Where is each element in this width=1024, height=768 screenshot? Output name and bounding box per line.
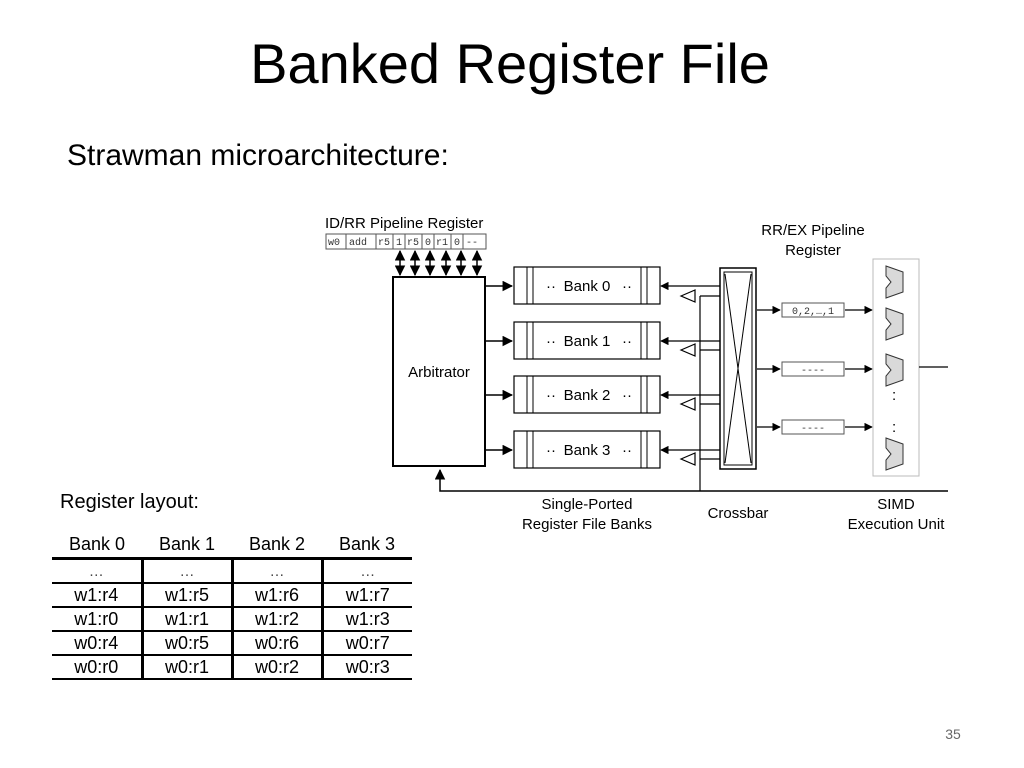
arbitrator-label: Arbitrator [408,364,470,381]
rrex-label-line1: RR/EX Pipeline [761,222,864,239]
table-cell: w1:r2 [230,607,322,632]
table-row: w0:r0 w0:r1 w0:r2 w0:r3 [52,655,412,680]
bank-dots: ·· [546,442,556,459]
column-header: Bank 0 [52,532,142,560]
operand-slot-label: ---- [801,424,825,435]
bank-1: ·· Bank 1 ·· [513,321,661,360]
crossbar [719,267,757,470]
page-number: 35 [945,726,961,742]
simd-caption-line1: SIMD [877,496,915,513]
crossbar-to-operand-arrows [757,305,873,432]
rrex-label-line2: Register [785,242,841,259]
bank-label: Bank 3 [564,442,611,459]
table-header-row: Bank 0 Bank 1 Bank 2 Bank 3 [52,532,412,560]
table-cell: w1:r1 [140,607,232,632]
request-arrows [394,249,483,277]
pipeline-field: 0 [454,238,460,249]
table-cell: w1:r0 [52,607,142,632]
bank-dots: ·· [546,278,556,295]
bank-label: Bank 1 [564,333,611,350]
bank-crossbar-links [660,281,720,491]
simd-caption-line2: Execution Unit [848,516,946,533]
table-cell: w1:r5 [140,583,232,608]
arbitrator-block [392,276,486,467]
table-cell: w0:r7 [320,631,412,656]
table-cell: w0:r5 [140,631,232,656]
bank-3: ·· Bank 3 ·· [513,430,661,469]
vertical-ellipsis: : [892,387,896,404]
pipeline-field: 1 [396,238,402,249]
alu-lane [885,307,904,341]
bank-dots: ·· [546,387,556,404]
pipeline-field: add [349,237,367,249]
operand-slot-2: ---- [781,419,845,435]
bank-2: ·· Bank 2 ·· [513,375,661,414]
operand-slot-label: ---- [801,366,825,377]
table-cell: w0:r2 [230,655,322,680]
crossbar-caption: Crossbar [708,505,769,522]
table-cell: w1:r3 [320,607,412,632]
slide-title: Banked Register File [250,32,770,95]
vertical-ellipsis: : [892,419,896,436]
register-layout-table: Bank 0 Bank 1 Bank 2 Bank 3 … … … … w1:r… [52,532,412,680]
bank-dots: ·· [622,442,632,459]
simd-execution-unit: : : [872,258,920,477]
pipeline-field: r5 [407,238,419,249]
pipeline-field: r5 [378,238,390,249]
pipeline-field: r1 [436,238,448,249]
pipeline-field: w0 [328,238,340,249]
column-header: Bank 1 [142,532,232,560]
table-cell: w0:r6 [230,631,322,656]
alu-lane [885,265,904,299]
pipeline-register: w0 add r5 1 r5 0 r1 0 -- [325,233,487,250]
table-cell: w0:r4 [52,631,142,656]
table-cell: w1:r7 [320,583,412,608]
table-row: w1:r0 w1:r1 w1:r2 w1:r3 [52,607,412,632]
alu-lane [885,437,904,471]
table-cell: … [52,558,142,584]
bank-label: Bank 0 [564,278,611,295]
operand-slot-0: 0,2,…,1 [781,302,845,318]
operand-slot-1: ---- [781,361,845,377]
table-cell: w0:r1 [140,655,232,680]
pipeline-register-label: ID/RR Pipeline Register [325,215,483,232]
alu-lane [885,353,904,387]
bank-dots: ·· [622,387,632,404]
bank-request-arrows [486,280,514,456]
banks-caption-line2: Register File Banks [522,516,652,533]
slide-subtitle: Strawman microarchitecture: [67,139,449,172]
bank-dots: ·· [546,333,556,350]
table-row: w1:r4 w1:r5 w1:r6 w1:r7 [52,583,412,608]
table-row: … … … … [52,558,412,584]
table-cell: w0:r0 [52,655,142,680]
pipeline-field: 0 [425,238,431,249]
register-layout-label: Register layout: [60,491,199,513]
table-cell: w0:r3 [320,655,412,680]
pipeline-field: -- [466,238,478,249]
column-header: Bank 2 [232,532,322,560]
bank-dots: ·· [622,333,632,350]
bank-dots: ·· [622,278,632,295]
table-cell: w1:r6 [230,583,322,608]
table-cell: … [320,558,412,584]
feedback-path [434,468,948,492]
banks-caption-line1: Single-Ported [542,496,633,513]
table-cell: w1:r4 [52,583,142,608]
table-row: w0:r4 w0:r5 w0:r6 w0:r7 [52,631,412,656]
table-cell: … [230,558,322,584]
column-header: Bank 3 [322,532,412,560]
operand-slot-label: 0,2,…,1 [792,307,834,318]
bank-label: Bank 2 [564,387,611,404]
table-cell: … [140,558,232,584]
bank-0: ·· Bank 0 ·· [513,266,661,305]
